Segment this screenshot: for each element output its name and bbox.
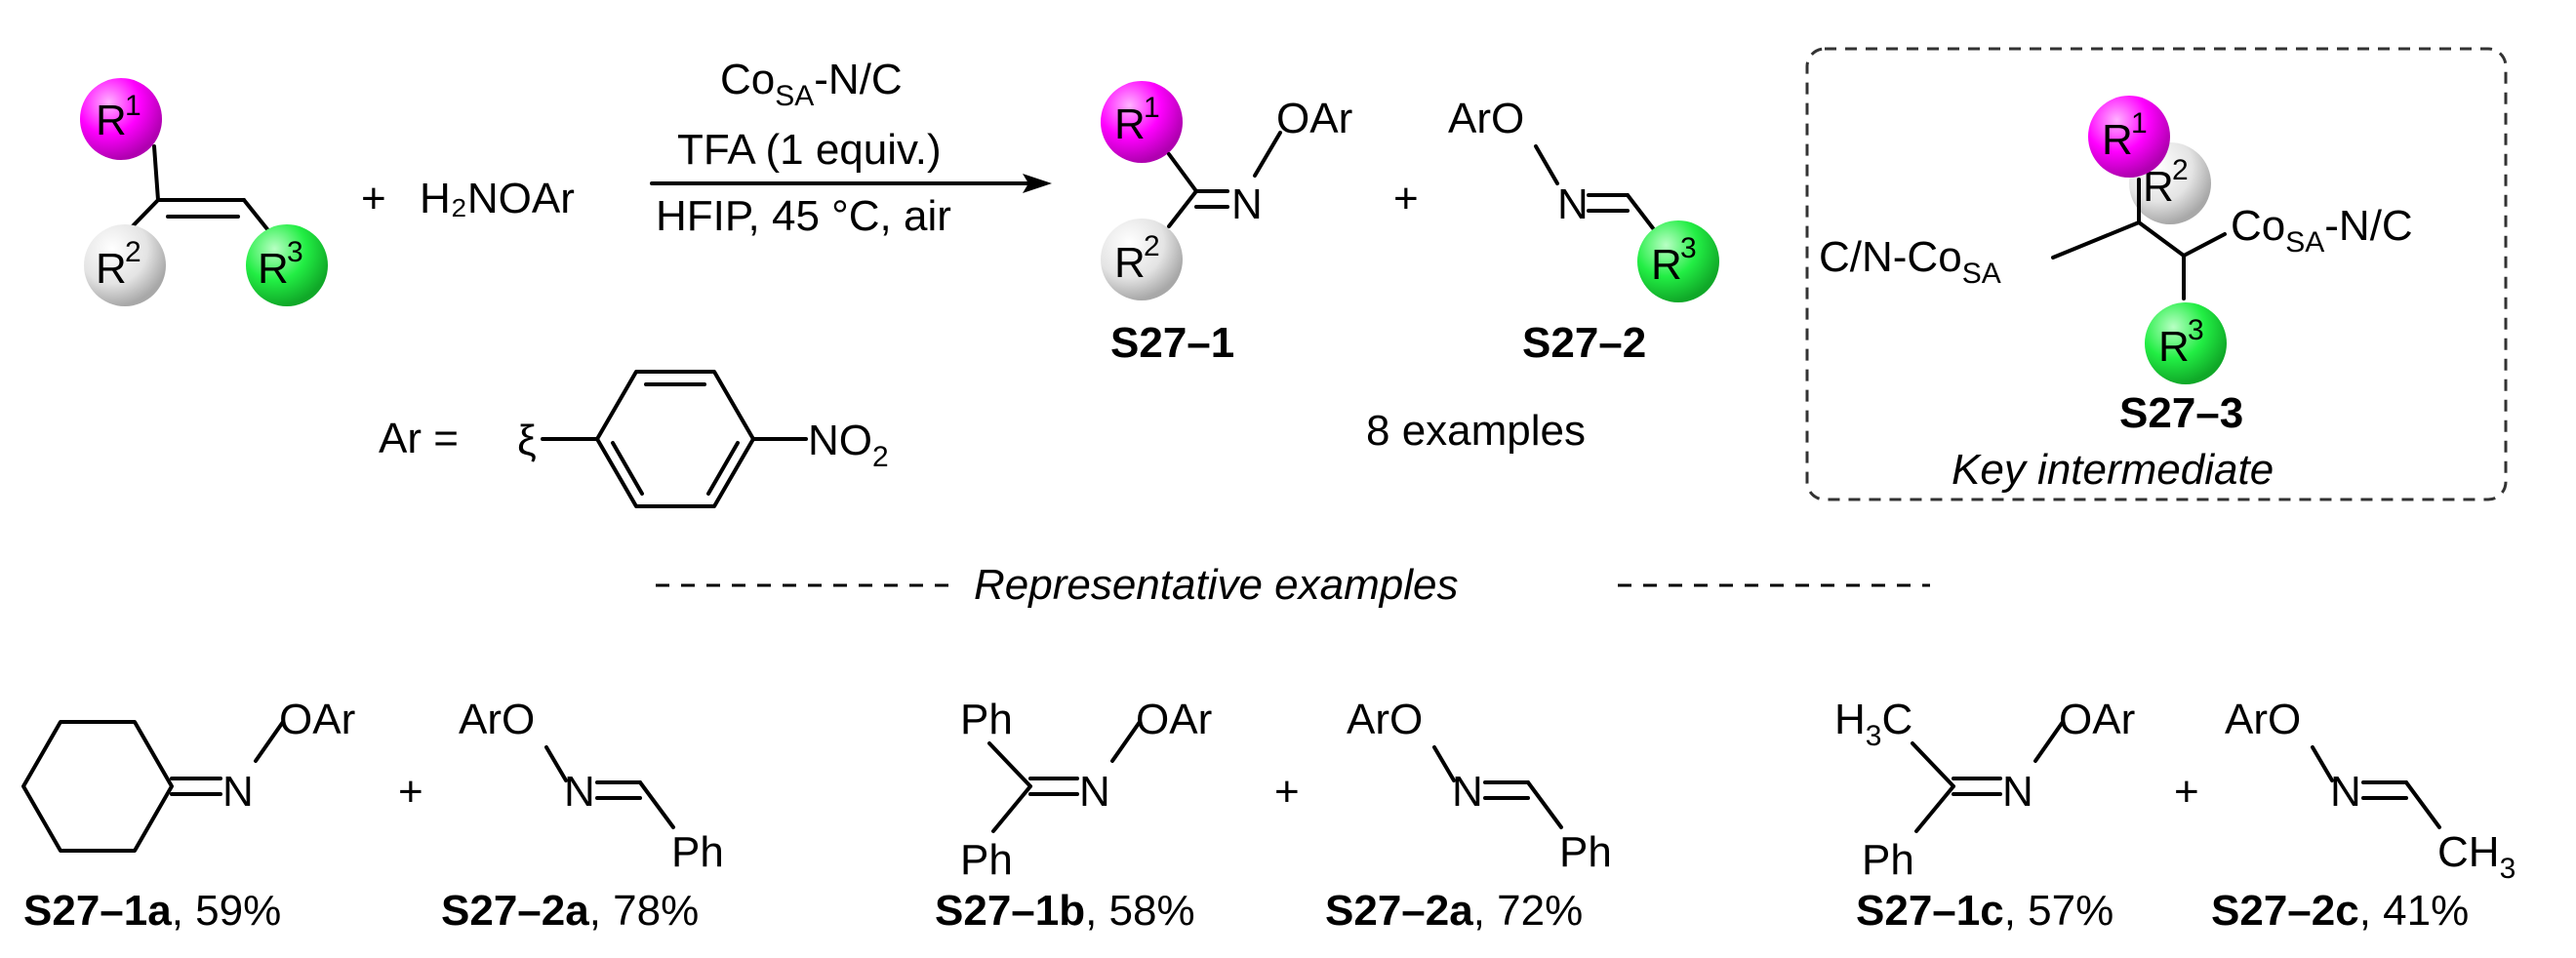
- dashed-frame: [1805, 47, 2508, 501]
- svg-text:R: R: [1114, 100, 1146, 148]
- example-b: Ph Ph N OAr S27–1b, 58% + ArO N Ph S27–2…: [935, 696, 1612, 935]
- svg-text:R: R: [2158, 323, 2190, 371]
- svg-text:1: 1: [1144, 92, 1160, 124]
- svg-text:OAr: OAr: [279, 696, 355, 743]
- example-a: N OAr S27–1a, 59% + ArO N Ph S27–2a, 78%: [21, 696, 724, 935]
- key-intermediate-box: R 2 R 1 C/N-CoSA CoSA-N/C R 3 S27–3 Key …: [1805, 47, 2508, 501]
- representative-title: Representative examples: [974, 561, 1458, 609]
- svg-text:2: 2: [1144, 230, 1160, 262]
- reagent-h2noar: H₂NOAr: [420, 175, 575, 222]
- svg-text:+: +: [2174, 768, 2199, 816]
- svg-text:Ph: Ph: [1862, 836, 1914, 884]
- svg-text:N: N: [564, 768, 595, 816]
- p1-oar: OAr: [1276, 95, 1352, 142]
- p2-label: S27–2: [1522, 319, 1646, 367]
- svg-text:N: N: [2330, 768, 2361, 816]
- cyclohexane-ring-icon: [21, 720, 174, 853]
- svg-text:3: 3: [2188, 314, 2204, 346]
- acid-label: TFA (1 equiv.): [677, 126, 942, 174]
- svg-text:N: N: [222, 768, 254, 816]
- catalyst-label: CoSA-N/C: [720, 56, 903, 112]
- svg-text:H3C: H3C: [1834, 696, 1912, 752]
- svg-text:ArO: ArO: [1347, 696, 1423, 743]
- r3-sup: 3: [287, 236, 303, 268]
- svg-text:Ph: Ph: [671, 828, 724, 876]
- svg-text:OAr: OAr: [1136, 696, 1212, 743]
- plus-sign: +: [361, 175, 386, 222]
- reaction-conditions: CoSA-N/C TFA (1 equiv.) HFIP, 45 °C, air: [650, 56, 1052, 240]
- intermediate-right-cosa: CoSA-N/C: [2231, 202, 2413, 259]
- r2-circle: [84, 224, 166, 306]
- svg-text:3: 3: [1680, 232, 1697, 264]
- r2-label: R: [96, 245, 127, 293]
- r1-label: R: [96, 97, 127, 144]
- svg-text:N: N: [1452, 768, 1483, 816]
- example-c-p2: S27–2c, 41%: [2211, 887, 2469, 935]
- svg-text:CH3: CH3: [2437, 828, 2516, 885]
- ar-prefix: Ar =: [379, 415, 459, 462]
- p1-nitrogen: N: [1231, 180, 1263, 228]
- svg-text:ArO: ArO: [2225, 696, 2301, 743]
- wavy-bond-icon: ξ: [517, 417, 537, 464]
- plus-sign-2: +: [1393, 175, 1419, 222]
- r2-sup: 2: [125, 236, 141, 268]
- svg-text:R: R: [1114, 239, 1146, 287]
- example-a-p1: S27–1a, 59%: [23, 887, 281, 935]
- example-a-p2: S27–2a, 78%: [441, 887, 699, 935]
- reactant-alkene: R 1 R 2 R 3: [80, 78, 328, 306]
- r3-label: R: [258, 245, 289, 293]
- solvent-label: HFIP, 45 °C, air: [656, 192, 951, 240]
- svg-text:N: N: [2002, 768, 2033, 816]
- svg-text:Ph: Ph: [1559, 828, 1612, 876]
- svg-text:OAr: OAr: [2059, 696, 2135, 743]
- product-s27-2: ArO N R 3 S27–2: [1448, 95, 1719, 367]
- nitro-group: NO2: [808, 417, 889, 473]
- intermediate-left-cosa: C/N-CoSA: [1819, 233, 2001, 290]
- svg-text:Ph: Ph: [960, 696, 1013, 743]
- arrow-head: [1023, 174, 1052, 193]
- ar-definition: Ar = ξ NO2: [379, 370, 889, 508]
- r3-circle: [246, 224, 328, 306]
- example-b-p1: S27–1b, 58%: [935, 887, 1195, 935]
- svg-text:2: 2: [2172, 154, 2189, 186]
- svg-text:+: +: [1274, 768, 1300, 816]
- svg-text:ArO: ArO: [459, 696, 535, 743]
- svg-text:N: N: [1079, 768, 1110, 816]
- representative-divider: Representative examples: [656, 561, 1930, 609]
- intermediate-label: S27–3: [2119, 389, 2243, 437]
- example-c-p1: S27–1c, 57%: [1856, 887, 2113, 935]
- product-s27-1: R 1 R 2 N OAr S27–1: [1101, 81, 1352, 367]
- p2-nitrogen: N: [1557, 180, 1589, 228]
- svg-text:R: R: [2102, 116, 2133, 164]
- r1-sup: 1: [125, 90, 141, 122]
- svg-text:1: 1: [2131, 107, 2148, 140]
- benzene-ring-icon: [595, 370, 755, 508]
- intermediate-caption: Key intermediate: [1952, 446, 2274, 494]
- example-b-p2: S27–2a, 72%: [1325, 887, 1583, 935]
- svg-text:Ph: Ph: [960, 836, 1013, 884]
- svg-text:R: R: [1651, 241, 1682, 289]
- p1-label: S27–1: [1110, 319, 1234, 367]
- p2-aro: ArO: [1448, 95, 1524, 142]
- r1-circle: [80, 78, 162, 160]
- example-c: H3C Ph N OAr S27–1c, 57% + ArO N CH3 S27…: [1834, 696, 2516, 935]
- examples-count: 8 examples: [1366, 407, 1586, 455]
- svg-text:+: +: [398, 768, 423, 816]
